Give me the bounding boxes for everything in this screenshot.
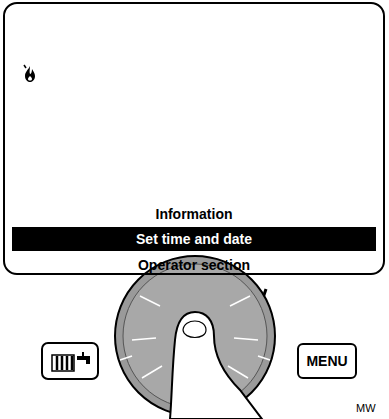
fingernail bbox=[183, 321, 206, 338]
menu-text: Operator section bbox=[5, 257, 383, 273]
menu-button: MENU bbox=[297, 343, 357, 379]
heating-water-button bbox=[42, 343, 98, 379]
pressing-finger bbox=[170, 312, 262, 419]
flame-symbol bbox=[24, 65, 35, 82]
menu-text: Information bbox=[5, 206, 383, 222]
highlighted-menu-item: Set time and date bbox=[12, 227, 376, 251]
figure-code: MW bbox=[356, 402, 376, 414]
menu-text: MENU bbox=[299, 353, 355, 369]
menu-text: Set time and date bbox=[12, 231, 376, 247]
display-screen: InformationOperator section Set time and … bbox=[3, 2, 385, 275]
